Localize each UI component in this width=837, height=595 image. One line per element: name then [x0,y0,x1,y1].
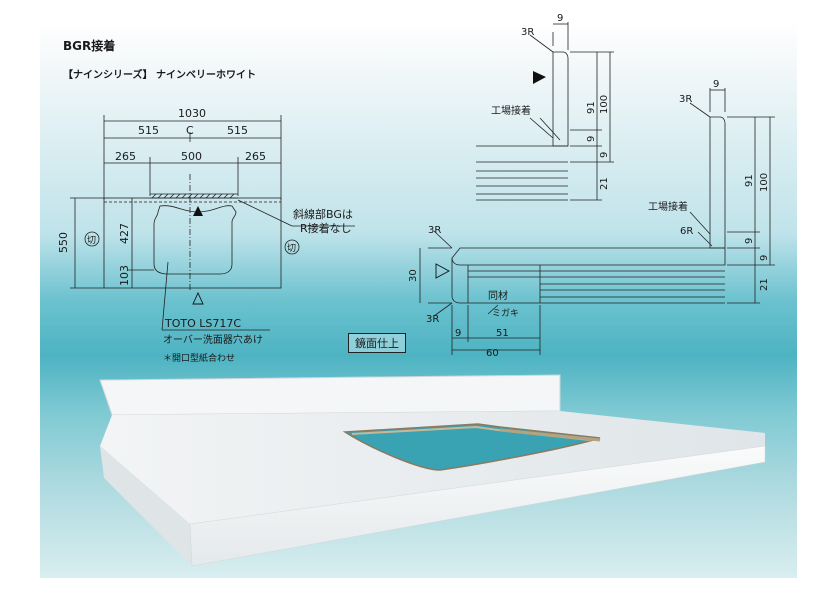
sink-note: ＊開口型紙合わせ [163,352,235,364]
right-dim-91: 91 [744,174,755,187]
right-width: 9 [713,79,719,90]
cut-mark-right [284,239,300,255]
dim-depth: 550 [57,232,70,253]
front-dim-51: 51 [496,328,509,339]
upper-width: 9 [557,13,563,24]
right-radius-top: 3R [679,94,692,105]
front-material: 同材 [488,289,508,302]
front-radius-top: 3R [428,225,441,236]
right-dim-9b: 9 [759,255,770,261]
upper-section-arrow [533,71,546,84]
upper-dim-91: 91 [586,101,597,114]
upper-dim-9b: 9 [599,152,610,158]
dim-right-offset: 265 [245,150,266,163]
center-mark: C [186,124,194,137]
front-dim-9: 9 [455,328,461,339]
upper-dim-100: 100 [599,95,610,114]
dim-half-right: 515 [227,124,248,137]
right-factory-bond: 工場接着 [648,200,688,213]
note-hatched-line1: 斜線部BGは [293,207,353,221]
product-series: 【ナインシリーズ】 ナインベリーホワイト [63,70,256,81]
upper-factory-bond: 工場接着 [491,104,531,117]
sink-model: TOTO LS717C [164,317,241,330]
dim-left-offset: 265 [115,150,136,163]
front-edge-section [419,230,726,355]
cut-label-left: 切 [87,235,96,246]
page-title: BGR接着 [63,39,116,53]
dim-bottom-margin: 103 [118,265,131,286]
plan-view [70,115,355,331]
right-dim-100: 100 [759,173,770,192]
cut-mark-left [84,231,100,247]
backguard-section-right [689,88,775,304]
dim-half-left: 515 [138,124,159,137]
right-dim-21: 21 [759,278,770,291]
countertop-photo [99,374,766,567]
finish-label: 鏡面仕上 [348,333,406,353]
front-dim-60: 60 [486,348,499,359]
upper-dim-21: 21 [599,177,610,190]
dim-bowl-width: 500 [181,150,202,163]
front-section-arrow [435,263,450,279]
backguard-section-upper [476,22,614,201]
right-dim-9a: 9 [744,238,755,244]
cut-label-right: 切 [287,243,296,254]
front-dim-30: 30 [408,269,419,282]
sink-description: オーバー洗面器穴あけ [163,333,263,346]
upper-radius: 3R [521,27,534,38]
front-arrow-up [192,291,204,305]
right-radius-inner: 6R [680,226,693,237]
front-polish: ミガキ [492,308,519,319]
upper-dim-9a: 9 [586,136,597,142]
note-hatched-line2: R接着なし [300,221,352,235]
center-arrow-up [193,206,203,216]
hatched-area [150,193,238,199]
front-radius-bottom: 3R [426,314,439,325]
dim-overall-width: 1030 [178,107,206,120]
dim-bowl-depth: 427 [118,223,131,244]
